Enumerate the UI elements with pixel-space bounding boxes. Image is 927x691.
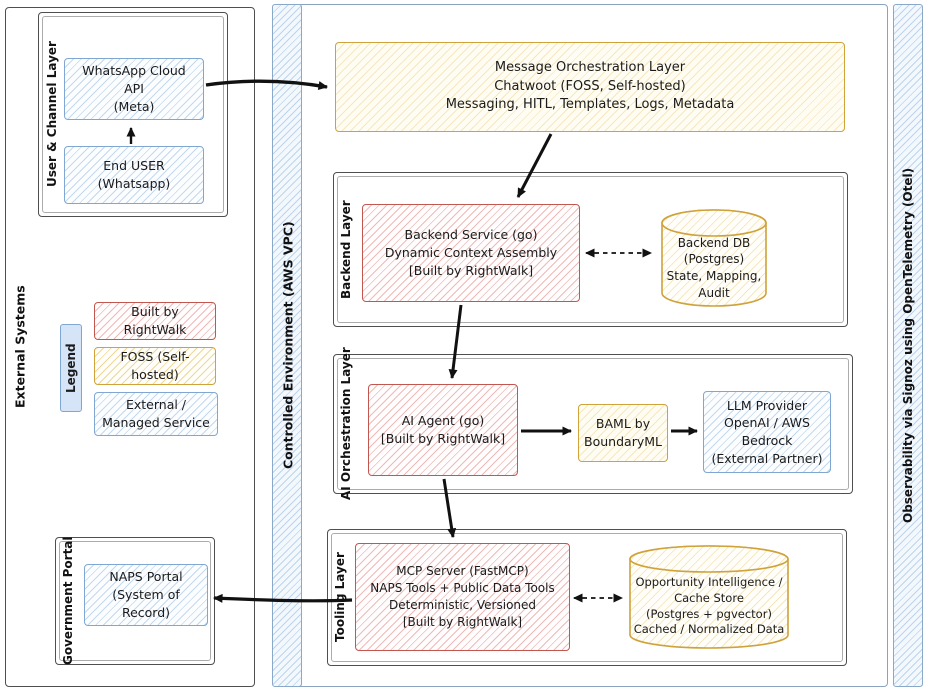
user-channel-layer-label: User & Channel Layer <box>45 41 59 188</box>
observability-strip <box>893 4 923 687</box>
cache-store-cylinder: Opportunity Intelligence / Cache Store (… <box>628 545 790 650</box>
cache-store-label: Opportunity Intelligence / Cache Store (… <box>633 574 785 637</box>
llm-provider-node: LLM Provider OpenAI / AWS Bedrock (Exter… <box>703 391 831 473</box>
vpc-label: Controlled Environment (AWS VPC) <box>280 221 296 470</box>
backend-layer-label: Backend Layer <box>339 200 353 299</box>
ai-orchestration-layer-label: AI Orchestration Layer <box>339 347 353 501</box>
external-systems-label: External Systems <box>12 285 28 409</box>
vpc-strip <box>272 4 302 687</box>
ai-agent-node: AI Agent (go) [Built by RightWalk] <box>368 384 518 476</box>
message-orchestration-node: Message Orchestration Layer Chatwoot (FO… <box>335 42 845 132</box>
government-portal-label: Government Portal <box>61 536 75 666</box>
legend-tab: Legend <box>60 324 82 412</box>
cache-store-shape <box>629 545 789 649</box>
legend-item-built-by-rightwalk: Built by RightWalk <box>94 302 216 340</box>
backend-service-node: Backend Service (go) Dynamic Context Ass… <box>362 204 580 302</box>
backend-db-label: Backend DB (Postgres) State, Mapping, Au… <box>666 235 762 300</box>
baml-node: BAML by BoundaryML <box>578 404 668 462</box>
legend-item-external-managed-service: External / Managed Service <box>94 392 218 436</box>
backend-db-shape <box>661 209 767 307</box>
mcp-server-node: MCP Server (FastMCP) NAPS Tools + Public… <box>355 543 570 651</box>
backend-db-cylinder: Backend DB (Postgres) State, Mapping, Au… <box>660 208 768 308</box>
end-user-node: End USER (Whatsapp) <box>64 146 204 204</box>
tooling-layer-label: Tooling Layer <box>333 552 347 643</box>
whatsapp-cloud-api-node: WhatsApp Cloud API (Meta) <box>64 58 204 120</box>
observability-label: Observability via Signoz using OpenTelem… <box>901 167 915 524</box>
naps-portal-node: NAPS Portal (System of Record) <box>84 564 208 626</box>
legend-item-foss-self-hosted: FOSS (Self-hosted) <box>94 347 216 385</box>
